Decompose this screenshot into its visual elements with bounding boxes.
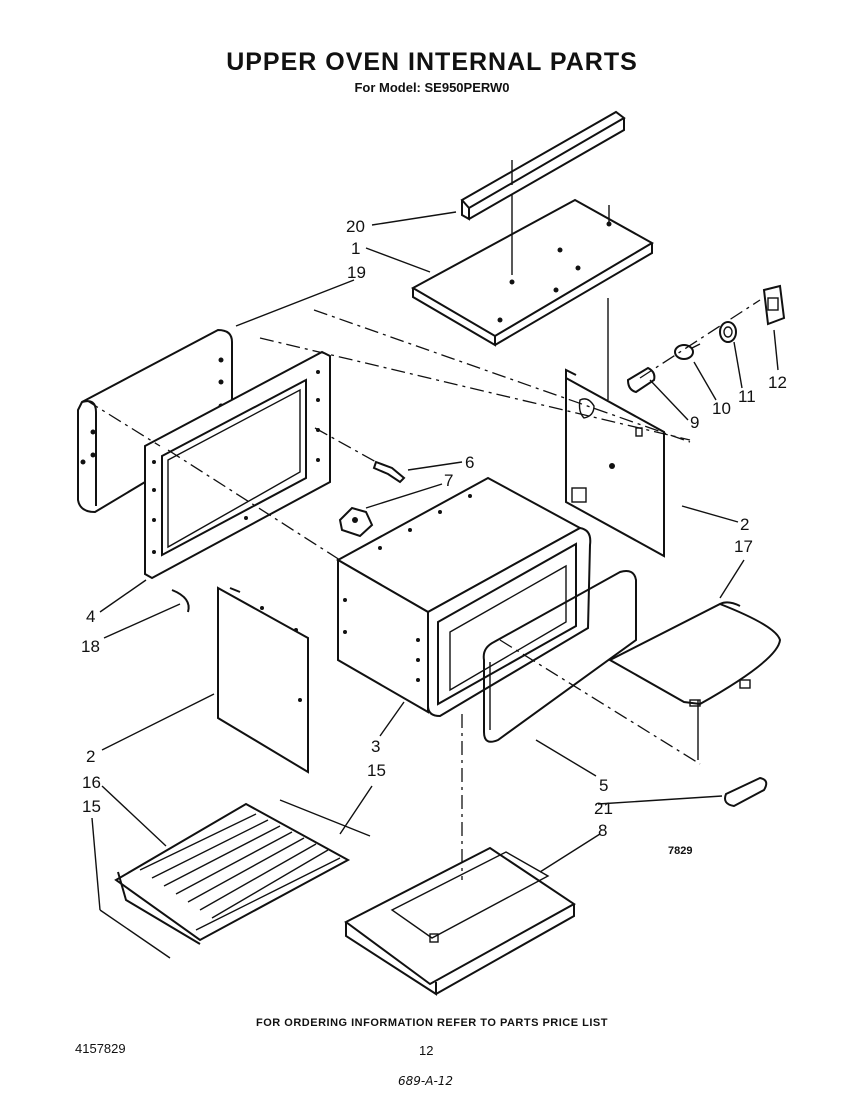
callout-2-rear: 2 [740, 515, 749, 534]
part-10-bulb [674, 343, 701, 360]
part-4-front-frame [144, 350, 331, 580]
part-6-probe [314, 427, 406, 484]
callout-15-left: 15 [82, 797, 101, 816]
leader-lines [91, 211, 779, 959]
part-7-bracket [338, 506, 374, 538]
callout-20: 20 [346, 217, 365, 236]
page-number: 12 [419, 1043, 434, 1058]
callout-9: 9 [690, 413, 699, 432]
callout-2-liner: 2 [86, 747, 95, 766]
callout-5: 5 [599, 776, 608, 795]
callout-3: 3 [371, 737, 380, 756]
diagram-code: 7829 [668, 845, 693, 857]
part-1-top-panel [410, 195, 655, 347]
part-2-side-liner [217, 586, 309, 774]
part-9-socket [626, 366, 656, 394]
model-subtitle: For Model: SE950PERW0 [354, 80, 510, 95]
part-20-rail [460, 110, 626, 221]
part-18-wire [171, 589, 190, 613]
callout-19: 19 [347, 263, 366, 282]
part-12-socket-bracket [762, 284, 786, 326]
part-8-tray [344, 846, 576, 996]
part-3-oven-cavity [335, 476, 592, 718]
callout-labels: 20 1 19 6 7 9 10 11 12 2 17 4 18 2 16 15… [81, 217, 787, 840]
callout-12: 12 [768, 373, 787, 392]
callout-21: 21 [594, 799, 613, 818]
page-title: UPPER OVEN INTERNAL PARTS [226, 48, 638, 76]
part-2-rear-panel [259, 298, 691, 558]
callout-17: 17 [734, 537, 753, 556]
ordering-note: FOR ORDERING INFORMATION REFER TO PARTS … [256, 1017, 608, 1029]
guide-lines [85, 399, 701, 880]
callout-8: 8 [598, 821, 607, 840]
part-11-lens [719, 321, 737, 343]
part-16-rack [114, 802, 351, 945]
part-21-clip [724, 776, 768, 808]
part-5-gasket [482, 570, 637, 743]
callout-18: 18 [81, 637, 100, 656]
callout-16: 16 [82, 773, 101, 792]
callout-7: 7 [444, 471, 453, 490]
handwritten-note: 689-A-12 [398, 1074, 454, 1088]
callout-15-right: 15 [367, 761, 386, 780]
callout-6: 6 [465, 453, 474, 472]
part-17-panel [607, 601, 782, 707]
callout-10: 10 [712, 399, 731, 418]
callout-11: 11 [738, 387, 756, 406]
document-part-number: 4157829 [75, 1041, 126, 1056]
callout-1: 1 [351, 239, 360, 258]
callout-4: 4 [86, 607, 95, 626]
